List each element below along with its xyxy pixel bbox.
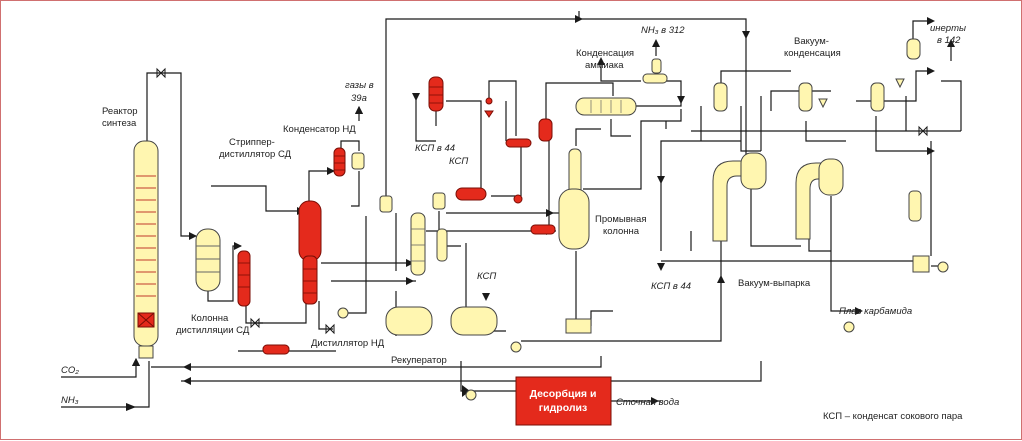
label-inerts-2: в 142 — [937, 35, 961, 46]
label-ksp-44-right: КСП в 44 — [651, 281, 691, 292]
label-urea-melt: Плав карбамида — [839, 306, 912, 317]
label-stripper-1: Стриппер- — [229, 137, 275, 148]
ammonia-condenser — [575, 58, 668, 116]
vacuum-condensers — [713, 38, 928, 137]
label-ammonia-1: Конденсация — [576, 48, 634, 59]
label-column-sd-2: дистилляции СД — [176, 325, 250, 336]
recuperator-vessels — [385, 306, 498, 336]
label-column-sd-1: Колонна — [191, 313, 229, 324]
column-distillation-sd — [237, 250, 260, 329]
label-ksp-44-top: КСП в 44 — [415, 143, 455, 154]
red-horizontal-vessels — [262, 118, 556, 355]
label-desorption-1: Десорбция и — [530, 388, 597, 400]
label-gases-1: газы в — [345, 80, 374, 91]
legend-ksp: КСП – конденсат сокового пара — [823, 411, 963, 422]
label-nh3-312: NH₃ в 312 — [641, 25, 685, 36]
stripper-distiller-sd — [195, 228, 221, 292]
label-desorption-2: гидролиз — [539, 402, 587, 414]
ksp-heat-exchanger — [428, 76, 494, 118]
label-washing-2: колонна — [603, 226, 640, 237]
label-condenser-nd: Конденсатор НД — [283, 124, 356, 135]
label-gases-2: 39а — [351, 93, 367, 104]
label-inerts-1: инерты — [930, 23, 966, 34]
label-vacuum-cond-1: Вакуум- — [794, 36, 829, 47]
text-labels: Реактор синтеза Стриппер- дистиллятор СД… — [61, 23, 966, 422]
label-co2: CO₂ — [61, 365, 79, 376]
label-reactor-1: Реактор — [102, 106, 138, 117]
label-ammonia-2: аммиака — [585, 60, 624, 71]
label-washing-1: Промывная — [595, 214, 646, 225]
condenser-nd — [333, 147, 365, 177]
desorption-hydrolysis-unit — [515, 376, 612, 426]
label-stripper-2: дистиллятор СД — [219, 149, 292, 160]
separators-mid — [379, 192, 448, 276]
label-ksp-mid: КСП — [449, 156, 468, 167]
label-reactor-2: синтеза — [102, 118, 137, 129]
label-ksp-lower: КСП — [477, 271, 496, 282]
vacuum-evaporator — [465, 152, 949, 401]
washing-column — [510, 148, 592, 353]
label-vacuum-evap: Вакуум-выпарка — [738, 278, 811, 289]
label-nh3: NH₃ — [61, 395, 79, 406]
label-waste-water: Сточная вода — [616, 397, 679, 408]
reactor-synthesis — [133, 67, 166, 359]
label-recuperator: Рекуператор — [391, 355, 447, 366]
label-distiller-nd: Дистиллятор НД — [311, 338, 385, 349]
label-vacuum-cond-2: конденсация — [784, 48, 841, 59]
distiller-nd — [298, 200, 349, 335]
